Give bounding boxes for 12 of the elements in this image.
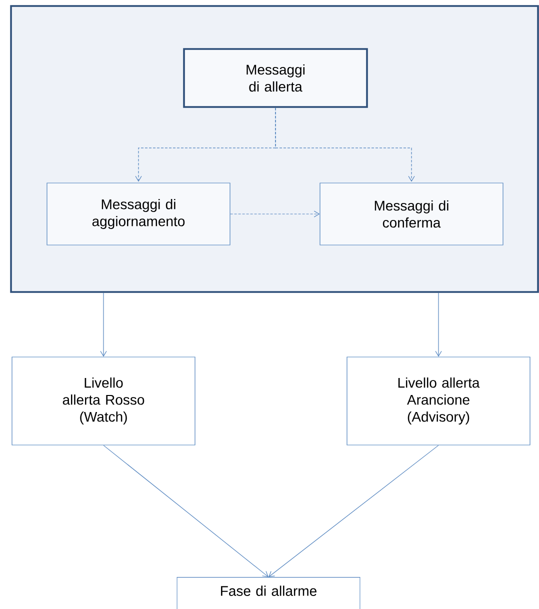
- arrow: [230, 210, 320, 218]
- arrow: [268, 445, 439, 577]
- process-box: Messaggi di allerta: [183, 48, 368, 108]
- arrow: [275, 108, 415, 182]
- arrow: [103, 445, 268, 577]
- arrow: [435, 292, 442, 357]
- process-box: Livello allerta Arancione (Advisory): [346, 356, 530, 446]
- arrow: [100, 292, 107, 357]
- process-box: Fase di allarme: [176, 577, 360, 609]
- process-box: Messaggi di aggiornamento: [46, 182, 230, 246]
- process-box: Livello allerta Rosso (Watch): [12, 356, 196, 446]
- process-box: Messaggi di conferma: [320, 182, 504, 246]
